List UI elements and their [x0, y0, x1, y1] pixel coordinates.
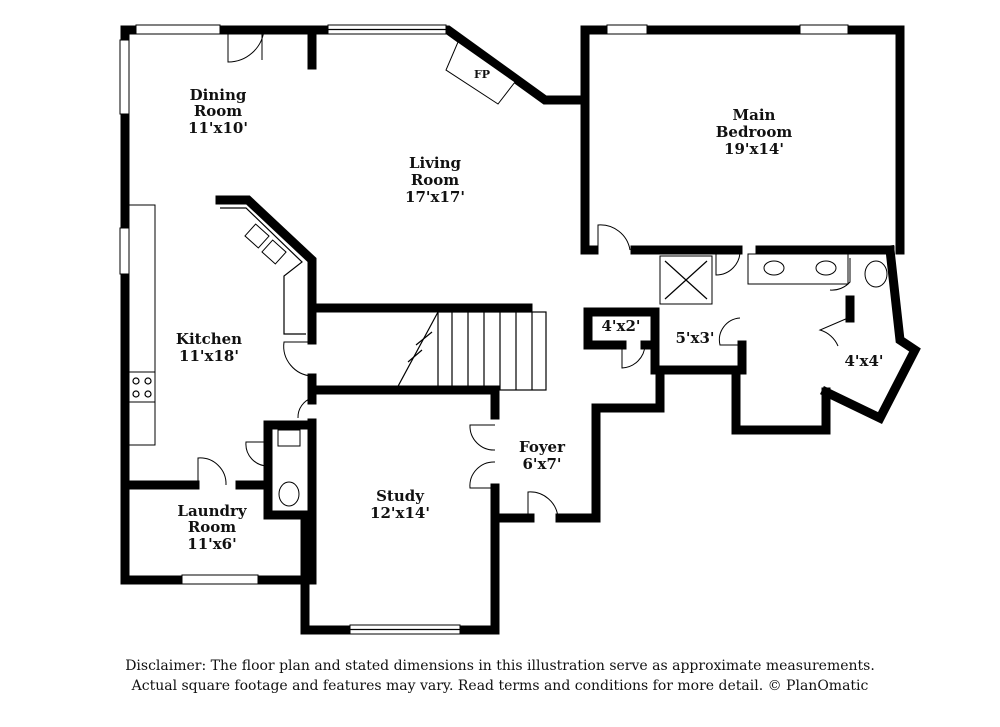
powder-sink [277, 429, 301, 447]
door-closet-b [718, 317, 742, 346]
window-dining-top [135, 24, 221, 35]
kitchen-size: 11'x18' [179, 347, 239, 365]
kitchen-sink-right [261, 239, 287, 265]
door-bath [715, 249, 741, 276]
door-laundry [197, 457, 227, 486]
foyer-size: 6'x7' [522, 455, 561, 473]
window-bedroom-right [799, 24, 849, 35]
windows [119, 24, 849, 635]
laundry-label-1: Laundry [177, 502, 247, 520]
disclaimer: Disclaimer: The floor plan and stated di… [0, 656, 1000, 696]
laundry-label-2: Room [188, 518, 236, 536]
door-closet-c [818, 317, 849, 347]
fixtures: FP [128, 41, 888, 507]
dining-size: 11'x10' [188, 119, 248, 137]
door-front [527, 491, 559, 519]
dining-label-2: Room [194, 102, 242, 120]
door-study-right [469, 461, 496, 489]
bedroom-label-1: Main [733, 106, 776, 124]
window-kitchen-left [119, 227, 130, 275]
kitchen-label: Kitchen [176, 330, 242, 348]
closet-a-size: 4'x2' [601, 317, 640, 335]
disclaimer-line-2: Actual square footage and features may v… [131, 678, 869, 694]
living-label-2: Room [411, 171, 459, 189]
interior-walls [120, 25, 895, 585]
fireplace-label: FP [474, 68, 490, 81]
door-dining-exterior [227, 29, 265, 63]
vanity-sink-left [763, 260, 785, 276]
bedroom-size: 19'x14' [724, 140, 784, 158]
door-closet-a [621, 344, 646, 369]
door-kitchen-pantry [283, 341, 313, 377]
staircase [395, 311, 547, 391]
dining-label-1: Dining [190, 86, 247, 104]
fireplace [445, 41, 516, 105]
foyer-label: Foyer [519, 438, 566, 456]
study-size: 12'x14' [370, 504, 430, 522]
living-label-1: Living [409, 154, 462, 172]
kitchen-sink-left [244, 223, 270, 249]
window-dining-left [119, 39, 130, 115]
floor-plan: FP [119, 24, 921, 635]
room-labels: Dining Room 11'x10' Living Room 17'x17' … [176, 86, 884, 553]
living-size: 17'x17' [405, 188, 465, 206]
door-study-left [469, 424, 496, 451]
doors [197, 29, 851, 519]
stove [128, 371, 156, 403]
kitchen-counter [220, 207, 306, 335]
door-bedroom [597, 224, 631, 251]
vanity-sink-right [815, 260, 837, 276]
bath-toilet [864, 260, 888, 288]
door-kitchen-hall [297, 397, 313, 419]
bedroom-label-2: Bedroom [716, 123, 793, 141]
powder-toilet [278, 481, 300, 507]
kitchen-counter-left [128, 204, 156, 446]
closet-b-size: 5'x3' [675, 329, 714, 347]
closet-c-size: 4'x4' [844, 352, 883, 370]
door-powder [245, 441, 269, 467]
window-bedroom-left [606, 24, 648, 35]
window-laundry-bottom [181, 574, 259, 585]
study-label: Study [376, 487, 425, 505]
laundry-size: 11'x6' [187, 535, 236, 553]
disclaimer-line-1: Disclaimer: The floor plan and stated di… [125, 658, 875, 674]
door-wc [829, 258, 851, 291]
